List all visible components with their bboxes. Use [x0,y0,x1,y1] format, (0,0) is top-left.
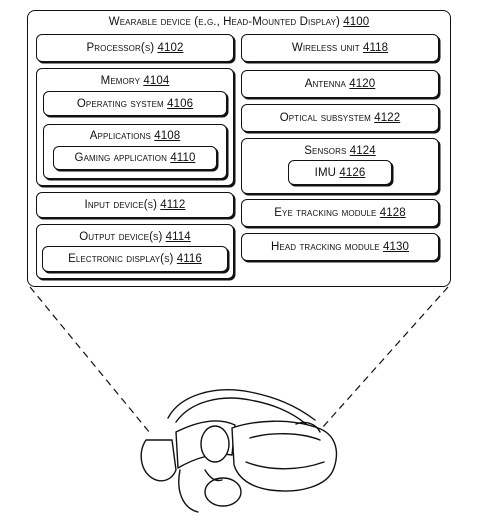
gaming-application-box: Gaming application 4110 [53,146,217,170]
imu-ref: 4126 [339,167,366,179]
projection-line-left [29,286,151,434]
sensors-text: Sensors [304,145,347,157]
processor-box: Processor(s) 4102 [36,34,234,62]
operating-system-ref: 4106 [167,98,194,110]
headset-top-strap [167,389,316,421]
output-device-text: Output device(s) [79,231,163,243]
imu-box: IMU 4126 [288,160,392,185]
antenna-box: Antenna 4120 [241,70,439,98]
optical-subsystem-text: Optical subsystem [279,112,371,124]
eye-tracking-module-text: Eye tracking module [274,207,377,219]
headset-front-tab [295,421,321,433]
antenna-text: Antenna [304,78,346,90]
memory-text: Memory [100,75,141,87]
output-device-ref: 4114 [165,231,191,243]
electronic-display-ref: 4116 [176,253,202,265]
operating-system-label: Operating system 4106 [44,97,226,111]
headset-ear-cup-lower [204,477,242,507]
optical-subsystem-box: Optical subsystem 4122 [241,104,439,132]
head-tracking-module-label: Head tracking module 4130 [242,240,438,254]
input-device-label: Input device(s) 4112 [37,198,233,212]
operating-system-box: Operating system 4106 [43,91,227,116]
eye-tracking-module-box: Eye tracking module 4128 [241,199,439,227]
applications-label: Applications 4108 [44,129,226,143]
imu-label: IMU 4126 [289,166,391,180]
headset-rear-pad [140,439,177,482]
applications-ref: 4108 [154,130,181,142]
electronic-display-box: Electronic display(s) 4116 [42,246,228,272]
vr-headset-icon [140,389,338,513]
input-device-ref: 4112 [160,199,186,211]
sensors-label: Sensors 4124 [242,144,438,158]
head-tracking-module-box: Head tracking module 4130 [241,233,439,261]
operating-system-text: Operating system [76,98,164,110]
head-tracking-module-ref: 4130 [383,241,409,253]
headset-ear-cup-upper [200,425,230,463]
antenna-ref: 4120 [349,78,376,90]
wireless-unit-ref: 4118 [362,42,389,54]
wearable-device-text: Wearable device (e.g., Head-Mounted Disp… [108,16,340,28]
headset-visor-ridge [249,433,321,441]
headset-cable [178,469,199,513]
imu-text: IMU [314,167,337,179]
processor-label: Processor(s) 4102 [37,41,233,55]
eye-tracking-module-ref: 4128 [379,207,406,219]
output-device-label: Output device(s) 4114 [37,230,233,244]
wireless-unit-text: Wireless unit [291,42,360,54]
gaming-application-label: Gaming application 4110 [54,151,216,165]
sensors-ref: 4124 [349,145,376,157]
electronic-display-label: Electronic display(s) 4116 [43,252,227,266]
input-device-text: Input device(s) [84,199,157,211]
eye-tracking-module-label: Eye tracking module 4128 [242,206,438,220]
optical-subsystem-ref: 4122 [374,112,401,124]
processor-text: Processor(s) [86,42,155,54]
applications-text: Applications [89,130,151,142]
memory-ref: 4104 [143,75,170,87]
antenna-label: Antenna 4120 [242,77,438,91]
projection-lines [29,286,449,434]
gaming-application-ref: 4110 [170,152,196,164]
headset-visor-lower-edge [245,461,325,470]
input-device-box: Input device(s) 4112 [36,192,234,218]
wearable-device-ref: 4100 [343,16,370,28]
headset-visor-body [231,420,338,492]
wireless-unit-box: Wireless unit 4118 [241,34,439,62]
headset-ear-arm [204,469,223,482]
gaming-application-text: Gaming application [74,152,168,164]
projection-line-right [321,286,449,429]
wearable-device-label: Wearable device (e.g., Head-Mounted Disp… [28,15,450,29]
wireless-unit-label: Wireless unit 4118 [242,41,438,55]
head-tracking-module-text: Head tracking module [271,241,380,253]
optical-subsystem-label: Optical subsystem 4122 [242,111,438,125]
headset-top-strap-inner [175,397,307,425]
processor-ref: 4102 [157,42,184,54]
electronic-display-text: Electronic display(s) [68,253,174,265]
memory-label: Memory 4104 [37,74,233,88]
